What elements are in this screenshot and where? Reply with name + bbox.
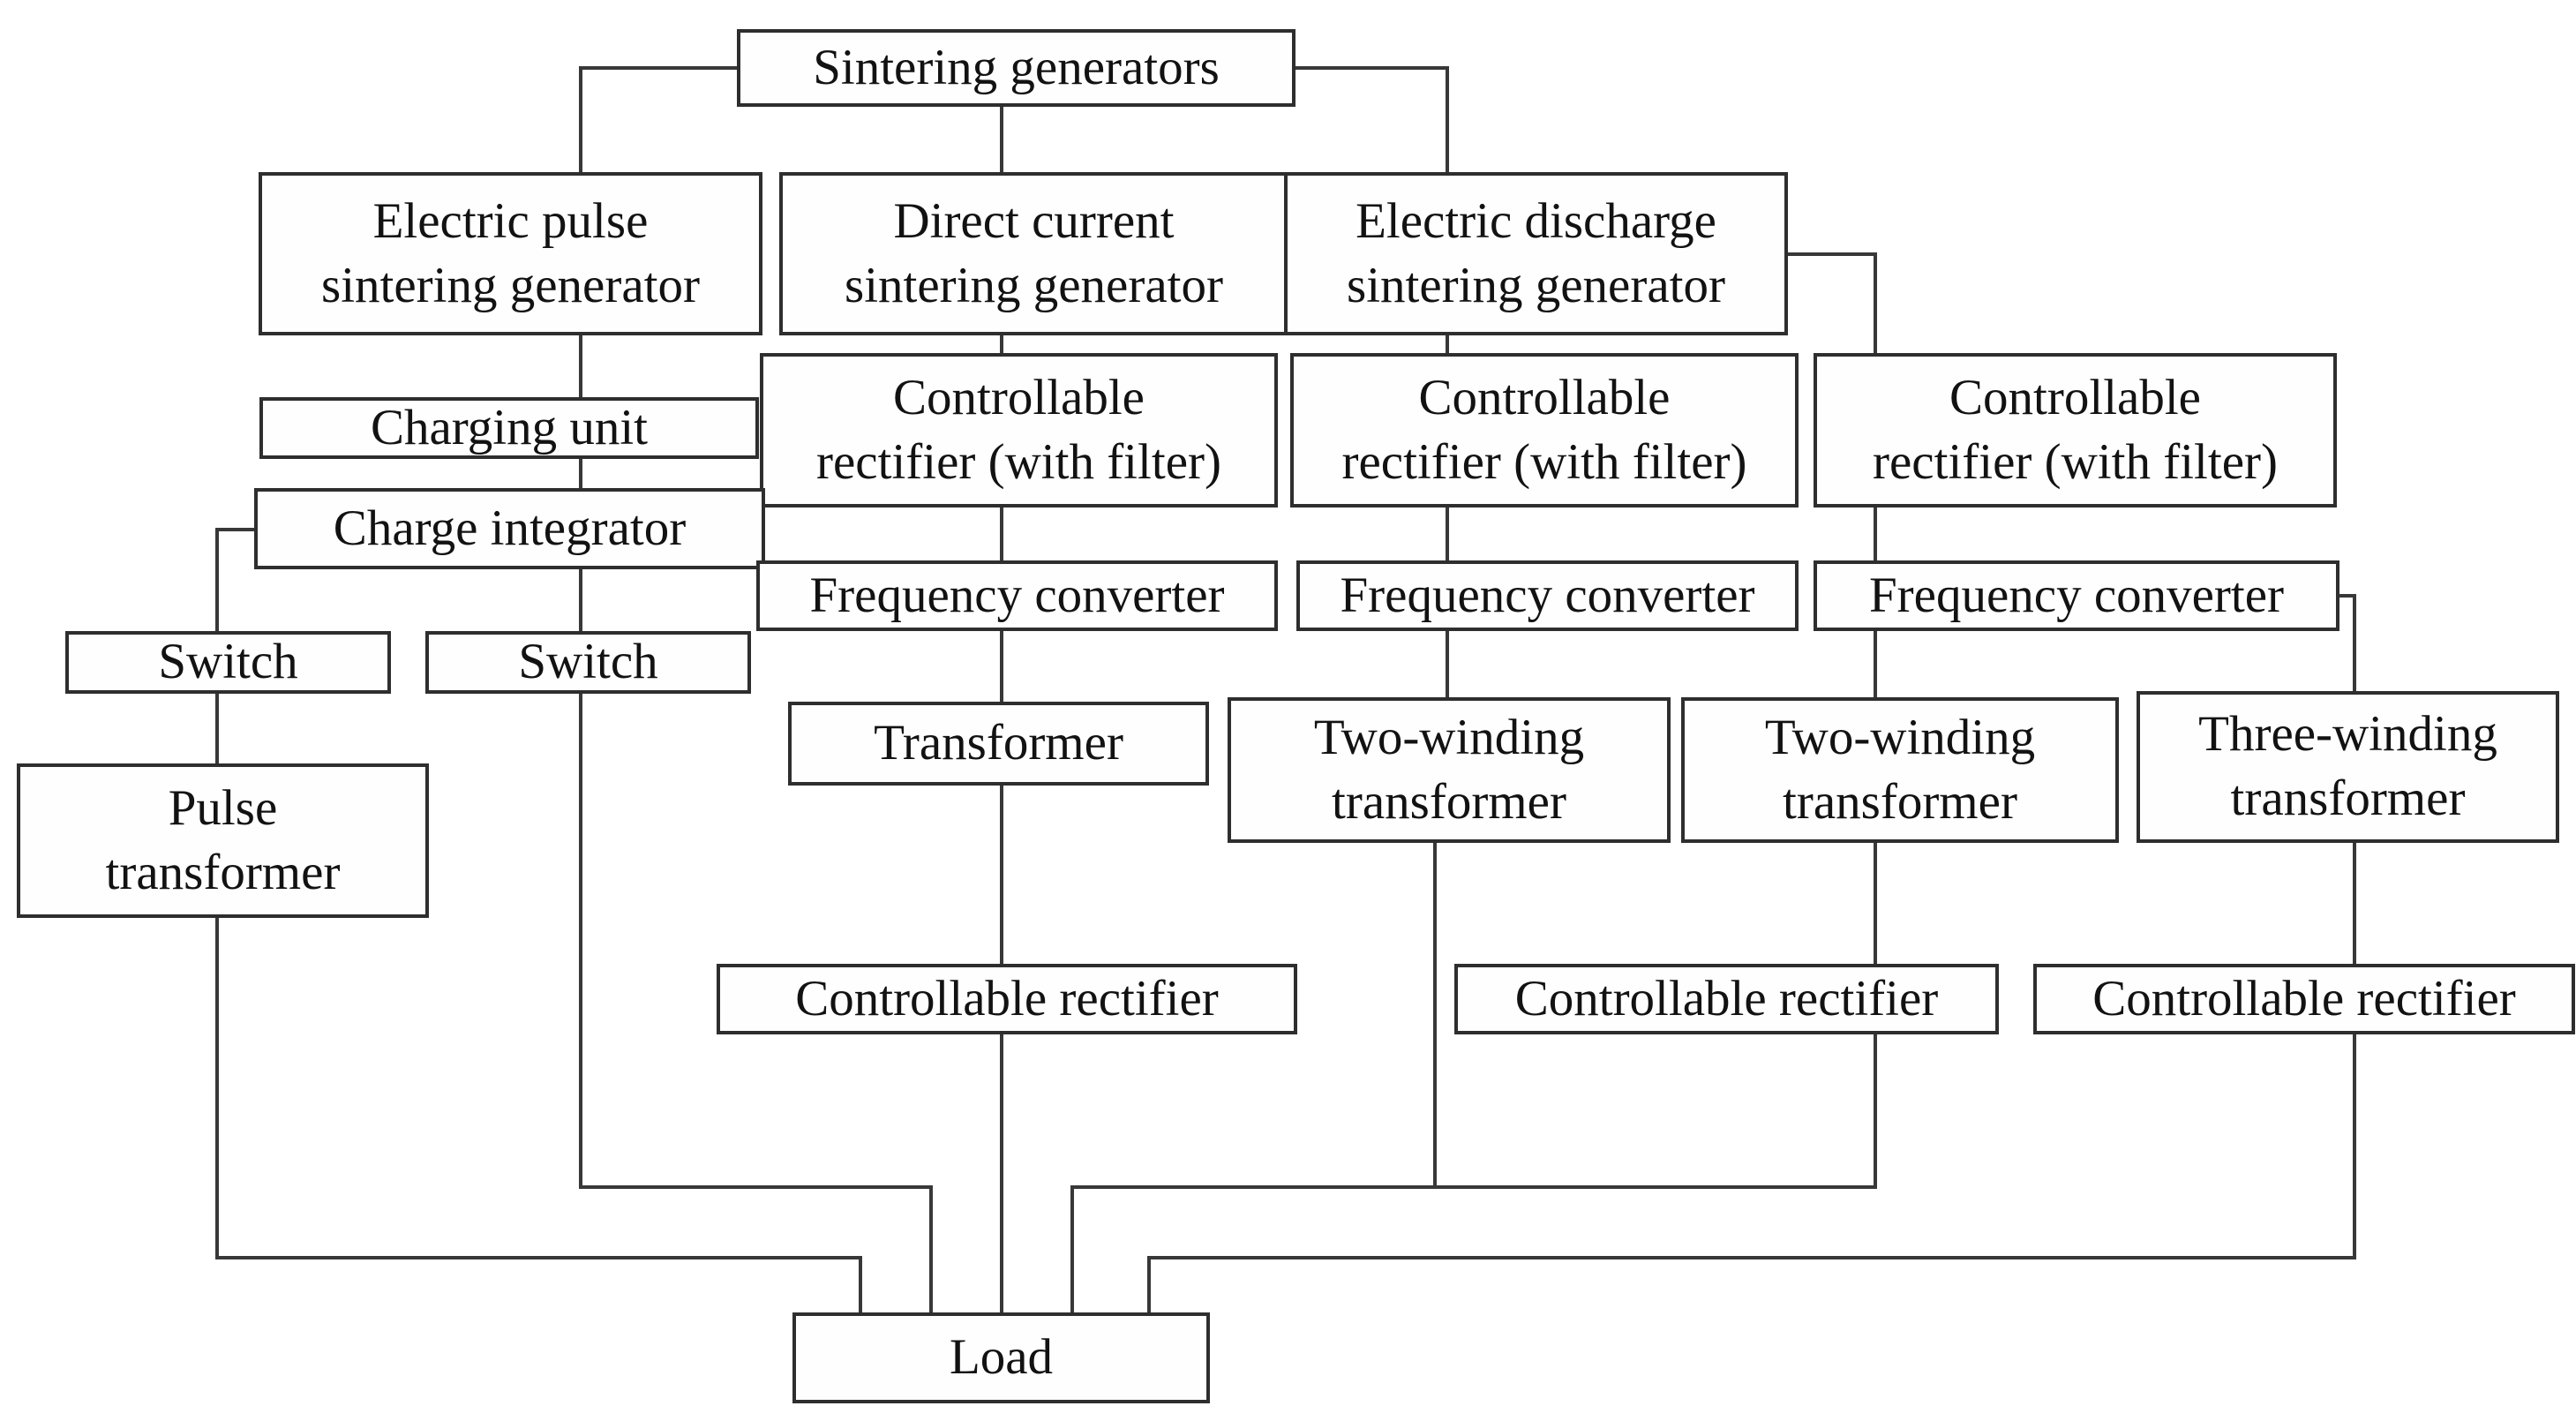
node-frequency-converter-2: Frequency converter bbox=[1296, 560, 1799, 631]
node-controllable-rectifier-with-filter-2: Controllable rectifier (with filter) bbox=[1290, 353, 1799, 508]
node-frequency-converter-3: Frequency converter bbox=[1814, 560, 2339, 631]
connector-sintering-to-electric-discharge bbox=[1296, 66, 1449, 172]
node-controllable-rectifier-with-filter-1: Controllable rectifier (with filter) bbox=[760, 353, 1278, 508]
connector-switch2-to-load bbox=[579, 694, 933, 1312]
node-two-winding-transformer-2: Two-winding transformer bbox=[1681, 697, 2119, 843]
node-controllable-rectifier-bottom-3: Controllable rectifier bbox=[2033, 964, 2575, 1034]
node-controllable-rectifier-with-filter-3: Controllable rectifier (with filter) bbox=[1814, 353, 2337, 508]
node-direct-current-sintering-generator: Direct current sintering generator bbox=[779, 172, 1288, 335]
node-pulse-transformer: Pulse transformer bbox=[17, 763, 429, 918]
node-controllable-rectifier-bottom-1: Controllable rectifier bbox=[717, 964, 1297, 1034]
connector-bottom-rect2-to-load bbox=[1070, 1034, 1877, 1312]
node-sintering-generators: Sintering generators bbox=[737, 29, 1296, 107]
connector-discharge-to-rectifier3 bbox=[1788, 252, 1877, 353]
connector-freqconv3-to-three-winding bbox=[2339, 594, 2356, 691]
connector-sintering-to-electric-pulse bbox=[579, 66, 737, 172]
node-charge-integrator: Charge integrator bbox=[254, 488, 765, 569]
node-switch-left: Switch bbox=[65, 631, 391, 694]
connector-bottom-rect3-to-load bbox=[1147, 1034, 2356, 1312]
node-electric-discharge-sintering-generator: Electric discharge sintering generator bbox=[1284, 172, 1788, 335]
node-electric-pulse-sintering-generator: Electric pulse sintering generator bbox=[259, 172, 762, 335]
node-load: Load bbox=[792, 1312, 1210, 1403]
node-transformer: Transformer bbox=[788, 702, 1209, 786]
node-switch-right: Switch bbox=[425, 631, 751, 694]
node-controllable-rectifier-bottom-2: Controllable rectifier bbox=[1454, 964, 1999, 1034]
connector-integrator-to-switch1 bbox=[215, 528, 254, 631]
node-frequency-converter-1: Frequency converter bbox=[756, 560, 1278, 631]
connector-pulse-transformer-to-load bbox=[215, 918, 862, 1312]
node-three-winding-transformer: Three-winding transformer bbox=[2137, 691, 2559, 843]
node-charging-unit: Charging unit bbox=[259, 397, 759, 459]
node-two-winding-transformer-1: Two-winding transformer bbox=[1228, 697, 1671, 843]
